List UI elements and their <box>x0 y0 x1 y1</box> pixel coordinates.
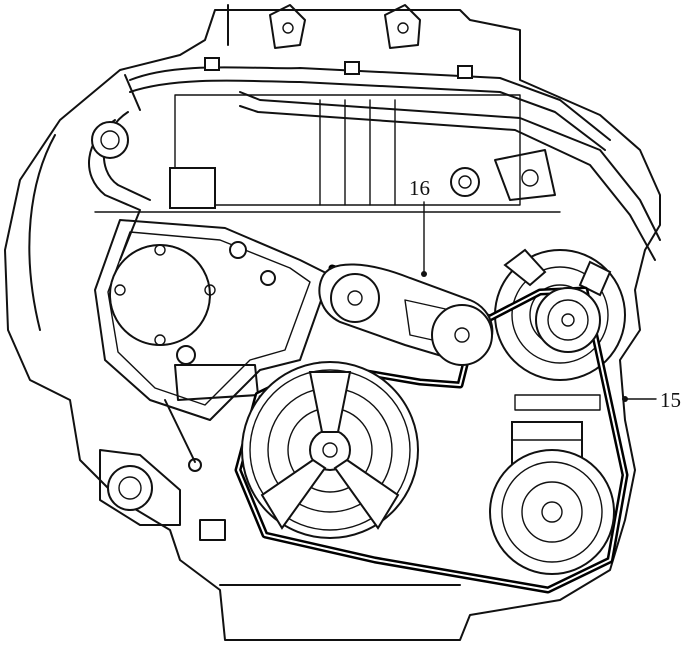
callout-15-dot <box>622 396 628 402</box>
idler-pulley <box>535 287 601 353</box>
lower-block-group <box>99 364 461 586</box>
callout-16-label: 16 <box>409 176 430 200</box>
upper-pipe-group <box>129 57 661 261</box>
crankshaft-pulley <box>241 361 419 539</box>
engine-block-outline <box>4 9 661 641</box>
left-hose-group <box>28 74 151 331</box>
timing-cover-group <box>94 219 331 421</box>
belt-tensioner <box>318 263 494 366</box>
callout-15-label: 15 <box>660 388 681 412</box>
ac-compressor-pulley <box>489 449 615 575</box>
top-bracket-group <box>227 4 421 49</box>
callout-16-dot <box>421 271 427 277</box>
cylinder-head-group <box>94 94 561 213</box>
